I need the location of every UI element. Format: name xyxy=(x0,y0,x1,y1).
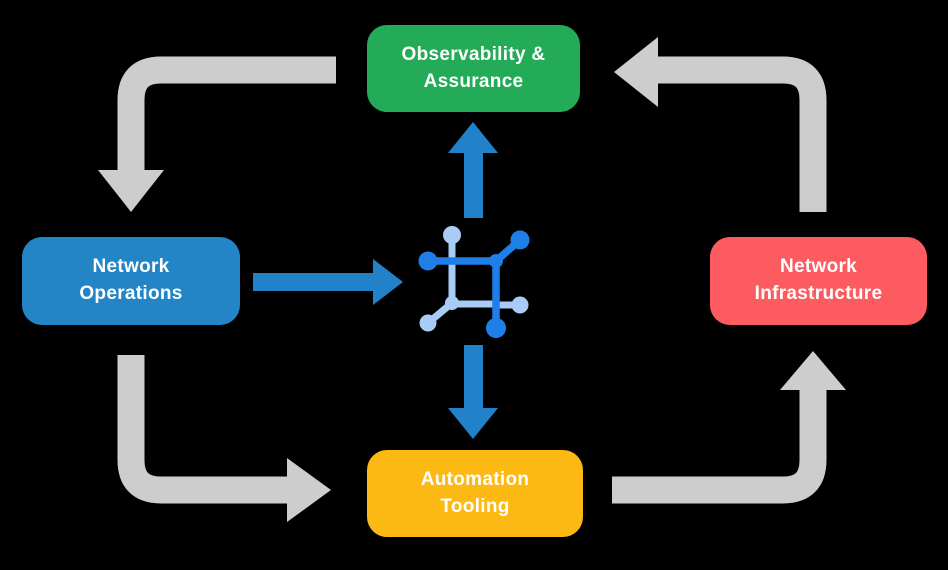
node-label-line: Network xyxy=(779,256,858,278)
node-label-line: Automation xyxy=(420,468,530,490)
node-label-line: Observability & xyxy=(401,43,546,65)
node-label-line: Operations xyxy=(79,283,183,304)
node-label-line: Tooling xyxy=(440,495,510,517)
arrow-operations-to-center xyxy=(253,259,403,305)
network-automation-icon xyxy=(418,226,530,338)
arrow-center-to-observability xyxy=(448,122,498,218)
node-label-line: Network xyxy=(92,256,170,278)
arrow-operations-to-automation xyxy=(117,355,331,522)
node-network-infrastructure: Network Infrastructure xyxy=(710,237,927,325)
arrow-infrastructure-to-observability xyxy=(614,37,827,212)
arrow-observability-to-operations xyxy=(98,56,336,212)
arrow-center-to-automation xyxy=(448,345,498,439)
node-observability-assurance: Observability & Assurance xyxy=(367,25,580,112)
node-network-operations: Network Operations xyxy=(22,237,240,325)
node-automation-tooling: Automation Tooling xyxy=(367,450,583,537)
arrow-automation-to-infrastructure xyxy=(612,351,846,504)
node-label-line: Infrastructure xyxy=(754,283,883,304)
node-label-line: Assurance xyxy=(423,70,524,92)
